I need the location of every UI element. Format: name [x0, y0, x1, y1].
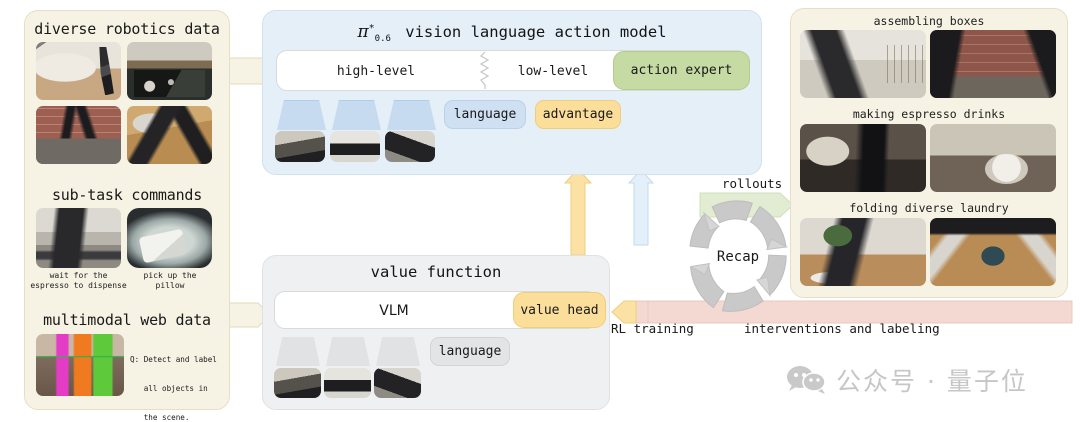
value-wrist-cam-photo-3	[374, 368, 421, 398]
espresso-cup-photo	[930, 124, 1056, 192]
web-qa-text: Q: Detect and label all objects in the s…	[130, 336, 230, 422]
rollouts-label: rollouts	[722, 176, 783, 191]
value-head-pill[interactable]: value head	[513, 292, 606, 328]
recap-label: Recap	[716, 249, 760, 265]
watermark-text: 公众号 · 量子位	[836, 367, 1028, 396]
task-title-assembling-boxes: assembling boxes	[873, 14, 985, 28]
brick-wall-robot-photo	[930, 30, 1056, 98]
subtask-caption-1: wait for the espresso to dispense	[30, 271, 127, 291]
data-section-title-subtask: sub-task commands	[51, 186, 203, 204]
arrow-value-to-vla	[563, 168, 593, 256]
rl-training-label: RL training	[611, 321, 694, 336]
robot-brick-room-photo	[36, 106, 121, 164]
wrist-cam-photo-2	[330, 131, 380, 162]
pillow-fisheye-photo	[127, 208, 212, 268]
vision-token-2	[332, 100, 381, 130]
vision-token-3	[387, 100, 436, 130]
vla-model-title: π*0.6 vision language action model	[262, 22, 762, 44]
vla-title-pi: π	[357, 22, 369, 42]
subtask-caption-1-line2: espresso to dispense	[30, 281, 127, 290]
qa-line-1: Q: Detect and label	[130, 355, 217, 365]
value-vision-token-3	[376, 337, 420, 366]
interventions-label: interventions and labeling	[744, 321, 940, 336]
value-wrist-cam-photo-1	[274, 368, 321, 398]
robot-bedroom-photo	[36, 42, 121, 100]
arrow-interventions-labeling	[623, 300, 1073, 324]
vla-language-pill[interactable]: language	[444, 100, 526, 129]
qa-line-3: the scene.	[130, 412, 190, 422]
laundry-folding-photo	[930, 218, 1056, 286]
qa-line-2: all objects in	[130, 383, 208, 393]
zigzag-divider	[480, 52, 490, 89]
arrow-recap-to-vla	[627, 169, 655, 246]
vla-title-superscript: *	[368, 22, 375, 34]
vla-title-rest: vision language action model	[405, 23, 667, 41]
value-vision-token-1	[276, 337, 320, 366]
subtask-caption-2-line2: pillow	[155, 281, 185, 290]
value-wrist-cam-photo-2	[324, 368, 371, 398]
subtask-caption-2-line1: pick up the	[143, 271, 197, 280]
vla-title-subscript: 0.6	[374, 34, 391, 45]
value-vlm-label: VLM	[379, 303, 409, 319]
arrow-rollouts	[699, 192, 794, 218]
data-section-title-robotics: diverse robotics data	[34, 20, 220, 38]
subtask-caption-1-line1: wait for the	[49, 271, 108, 280]
wechat-icon	[787, 366, 826, 394]
value-function-title: value function	[370, 263, 502, 281]
value-language-pill[interactable]: language	[430, 337, 510, 366]
cafe-robot-photo	[800, 124, 926, 192]
vision-token-1	[277, 100, 326, 130]
laundry-table-robot-photo	[800, 218, 926, 286]
wrist-cam-photo-3	[385, 131, 435, 162]
task-title-espresso: making espresso drinks	[852, 107, 1006, 121]
value-vision-token-2	[326, 337, 370, 366]
vla-high-level-label: high-level	[336, 64, 416, 79]
arrow-rl-training	[611, 300, 637, 324]
wrist-cam-photo-1	[275, 131, 325, 162]
espresso-machine-photo	[36, 208, 121, 268]
warehouse-robot-photo	[800, 30, 926, 98]
subtask-caption-2: pick up the pillow	[125, 271, 215, 291]
action-expert-pill[interactable]: action expert	[613, 51, 750, 90]
task-title-laundry: folding diverse laundry	[849, 201, 1009, 215]
vla-low-level-label: low-level	[517, 64, 589, 79]
data-section-title-web: multimodal web data	[43, 311, 211, 329]
wechat-watermark: 公众号 · 量子位	[786, 362, 1028, 398]
robot-cardboard-photo	[127, 106, 212, 164]
robot-table-photo	[127, 42, 212, 100]
vla-advantage-pill[interactable]: advantage	[535, 100, 621, 129]
segmented-living-room-photo	[36, 334, 124, 396]
